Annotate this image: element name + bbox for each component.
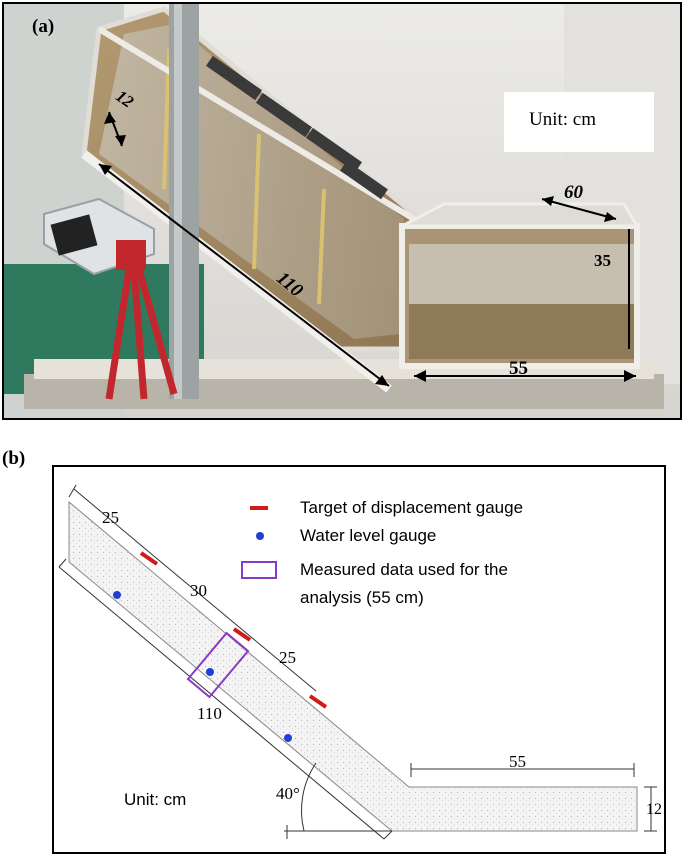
dim-label-55: 55 <box>509 358 528 379</box>
soil-body <box>68 500 638 832</box>
unit-label: Unit: cm <box>529 109 596 130</box>
dim-55: 55 <box>509 752 526 771</box>
dim-110: 110 <box>197 704 222 723</box>
water-level-gauge-3 <box>284 734 292 742</box>
displacement-target-3 <box>308 694 328 709</box>
water-level-gauge-1 <box>113 591 121 599</box>
water-level-gauge-2 <box>206 668 214 676</box>
legend-measured-line2: analysis (55 cm) <box>300 588 424 607</box>
displacement-target-1 <box>139 551 159 566</box>
panel-label-b: (b) <box>2 448 26 469</box>
unit-label-b: Unit: cm <box>124 790 187 809</box>
legend-marker-water <box>256 532 264 540</box>
legend-measured-line1: Measured data used for the <box>300 560 508 579</box>
dim-25-lower: 25 <box>279 648 296 667</box>
panel-label-a: (a) <box>32 16 55 37</box>
schematic-diagram: 25 30 25 110 55 12 40° <box>58 484 662 840</box>
legend-marker-measured <box>241 561 277 579</box>
schematic-panel: 25 30 25 110 55 12 40° Target of displac… <box>52 465 666 854</box>
apparatus-photo: 12 110 60 35 55 Unit: cm <box>4 4 680 418</box>
dim-label-60: 60 <box>564 182 584 203</box>
measured-data-box <box>186 631 250 699</box>
displacement-target-2 <box>232 627 252 642</box>
legend-displacement: Target of displacement gauge <box>300 498 524 517</box>
photo-panel: 12 110 60 35 55 Unit: cm (a) <box>2 2 682 420</box>
dim-25-top: 25 <box>102 508 119 527</box>
dim-12: 12 <box>646 801 662 818</box>
dim-label-35: 35 <box>594 251 611 270</box>
legend-water: Water level gauge <box>300 526 437 545</box>
angle-40: 40° <box>276 784 300 803</box>
dim-30: 30 <box>190 581 207 600</box>
